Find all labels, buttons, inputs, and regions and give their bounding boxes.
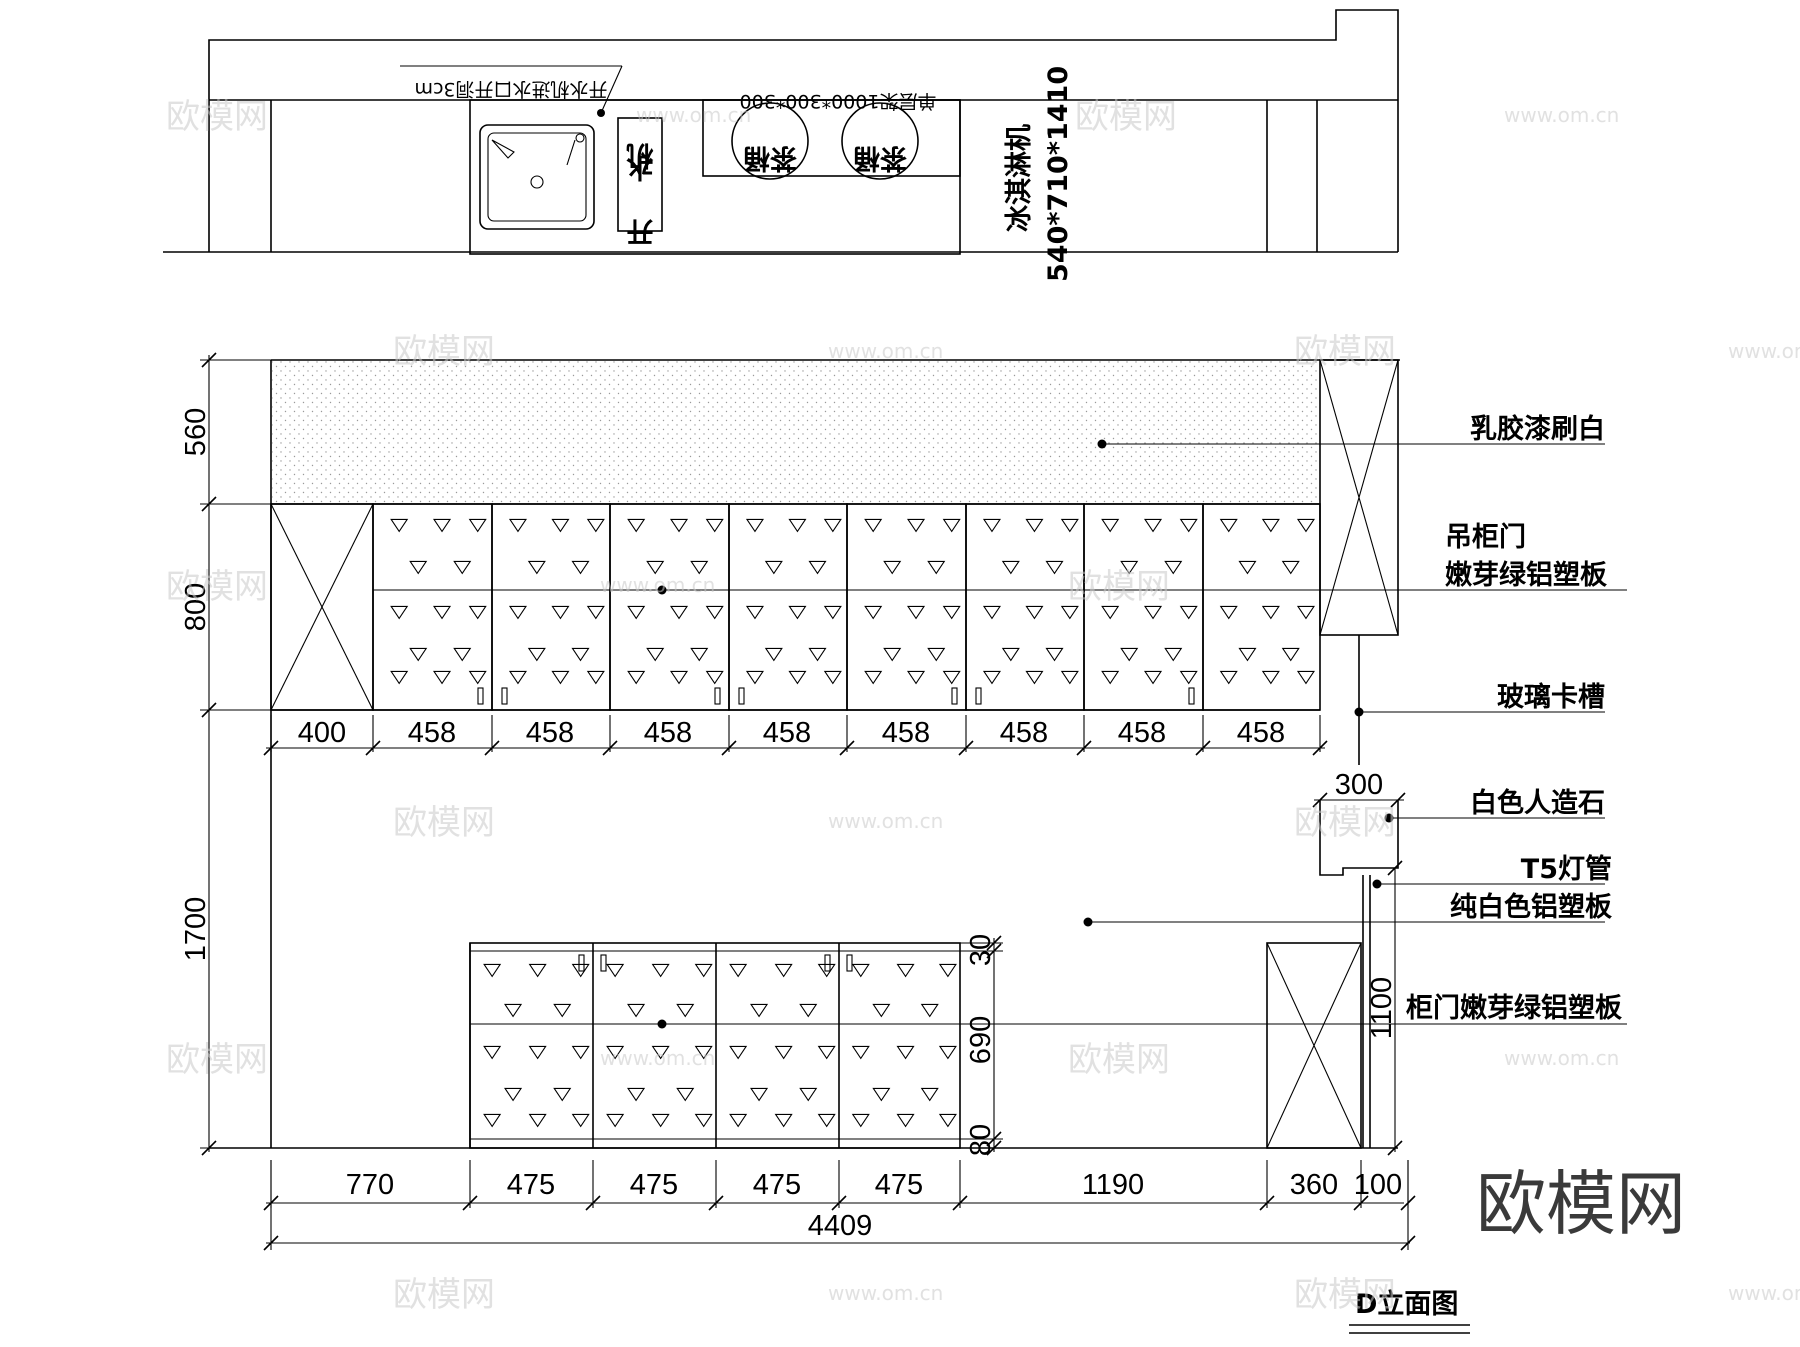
label-stone: 白色人造石 (1470, 787, 1605, 819)
watermark-logo-4: 欧模网 (1294, 332, 1396, 372)
tea-bucket-2: 茶桶 (841, 102, 919, 180)
watermark-logo-10: 欧模网 (1068, 1040, 1170, 1080)
bottom-width-770: 770 (346, 1169, 394, 1201)
upper-door-panel (846, 503, 967, 711)
watermark-logo-7: 欧模网 (393, 803, 495, 843)
upper-width-6: 458 (882, 717, 930, 749)
drawing-title: D立面图 (1355, 1288, 1458, 1320)
bottom-width-1190: 1190 (1082, 1169, 1144, 1201)
boiler-box (617, 117, 663, 232)
watermark-logo-3: 欧模网 (393, 332, 495, 372)
plan-view: 开 水 机 茶桶 茶桶 开水机进水口开洞3cm 单层架1000*300*300 … (163, 9, 1399, 282)
upper-door-panel (1202, 503, 1321, 711)
side-height-1100: 1100 (1366, 977, 1398, 1039)
label-upper-door-1: 吊柜门 (1445, 522, 1526, 553)
faucet-label: 开水机进水口开洞3cm (414, 78, 607, 100)
label-white-panel: 纯白色铝塑板 (1450, 891, 1612, 923)
boiler-char-3: 机 (627, 139, 654, 170)
label-glass: 玻璃卡槽 (1497, 682, 1605, 713)
watermark-url-6: www.om.cn (828, 809, 943, 833)
watermark-logo-5: 欧模网 (166, 567, 268, 607)
upper-width-9: 458 (1237, 717, 1285, 749)
lower-cabinet-doors (469, 943, 957, 1148)
shelf-label: 单层架1000*300*300 (740, 90, 937, 112)
upper-width-4: 458 (644, 717, 692, 749)
icecream-name: 冰淇淋机 (1004, 124, 1035, 232)
dim-560: 560 (180, 408, 212, 456)
icecream-size: 540*710*1410 (1043, 66, 1074, 282)
watermark-url-10: www.om.cn (1728, 1281, 1800, 1305)
base-dim-30: 30 (965, 934, 997, 966)
elevation-view: 560 800 1700 400 458 458 458 458 458 458… (180, 352, 1627, 1334)
watermark-logo-11: 欧模网 (393, 1275, 495, 1315)
bottom-width-475-3: 475 (753, 1169, 801, 1201)
base-dim-690: 690 (965, 1016, 997, 1064)
watermark-logo-9: 欧模网 (166, 1040, 268, 1080)
side-width-300: 300 (1335, 769, 1383, 801)
painted-wall-zone (272, 360, 1320, 504)
upper-width-ticks (263, 715, 1328, 756)
bottom-width-475-1: 475 (507, 1169, 555, 1201)
svg-text:茶桶: 茶桶 (853, 142, 907, 173)
sink-icon (479, 124, 595, 230)
faucet-leader (400, 65, 623, 117)
upper-door-panel (372, 503, 493, 711)
boiler-char-1: 开 (627, 215, 654, 246)
upper-width-2: 458 (408, 717, 456, 749)
dim-1700: 1700 (180, 897, 212, 962)
dim-800: 800 (180, 583, 212, 631)
upper-door-panel (1083, 503, 1204, 711)
watermark-url-2: www.om.cn (1504, 103, 1619, 127)
total-width: 4409 (808, 1210, 873, 1242)
svg-text:茶桶: 茶桶 (743, 142, 797, 173)
bottom-width-475-2: 475 (630, 1169, 678, 1201)
watermark-url-9: www.om.cn (828, 1281, 943, 1305)
upper-door-panel (609, 503, 730, 711)
base-dim-80: 80 (965, 1124, 997, 1156)
watermark-logo-6: 欧模网 (1068, 567, 1170, 607)
watermark-url-3: www.om.cn (828, 339, 943, 363)
upper-width-8: 458 (1118, 717, 1166, 749)
watermarks: 欧模网 欧模网 欧模网 欧模网 欧模网 欧模网 欧模网 欧模网 欧模网 欧模网 … (166, 97, 1800, 1315)
watermark-logo-12: 欧模网 (1294, 1275, 1396, 1315)
upper-width-5: 458 (763, 717, 811, 749)
watermark-url-1: www.om.cn (636, 103, 751, 127)
watermark-logo-2: 欧模网 (1075, 97, 1177, 137)
watermark-url-5: www.om.cn (600, 573, 715, 597)
label-lower-door: 柜门嫩芽绿铝塑板 (1406, 992, 1622, 1024)
bottom-width-475-4: 475 (875, 1169, 923, 1201)
label-lamp: T5灯管 (1521, 854, 1612, 885)
upper-cabinet-doors (372, 503, 1321, 711)
watermark-url-7: www.om.cn (600, 1046, 715, 1070)
tea-bucket-1: 茶桶 (731, 102, 809, 180)
upper-width-7: 458 (1000, 717, 1048, 749)
watermark-logo-8: 欧模网 (1294, 803, 1396, 843)
upper-width-1: 400 (298, 717, 346, 749)
leader-lines (657, 439, 1627, 1029)
bottom-width-100: 100 (1354, 1169, 1402, 1201)
bottom-width-360: 360 (1290, 1169, 1338, 1201)
bottom-width-ticks (263, 1160, 1416, 1211)
boiler-char-2: 水 (626, 151, 654, 182)
label-paint: 乳胶漆刷白 (1470, 413, 1605, 445)
watermark-url-8: www.om.cn (1504, 1046, 1619, 1070)
upper-width-3: 458 (526, 717, 574, 749)
watermark-url-4: www.om.cn (1728, 339, 1800, 363)
vertical-dimensions (200, 352, 271, 1156)
label-upper-door-2: 嫩芽绿铝塑板 (1445, 559, 1607, 591)
watermark-logo-1: 欧模网 (166, 97, 268, 137)
corner-logo: 欧模网 (1476, 1163, 1686, 1245)
